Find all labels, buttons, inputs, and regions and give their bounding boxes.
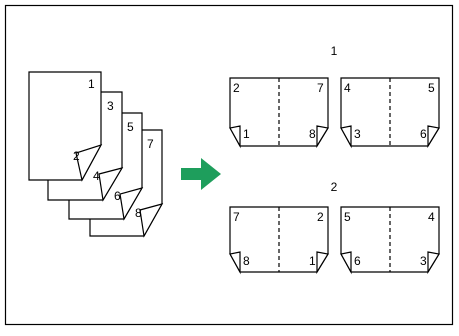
group-1-left-booklet: 2 7 1 8: [229, 77, 329, 149]
g2-left-top-right: 2: [317, 210, 324, 224]
g2-left-bottom-right: 1: [309, 254, 316, 268]
sheet-1: 1 2: [28, 71, 103, 182]
g1-left-bottom-right: 8: [309, 127, 316, 141]
group-2-left-booklet: 7 2 8 1: [229, 206, 329, 275]
g1-right-top-left: 4: [344, 81, 351, 95]
sheet-1-front-page: 1: [88, 77, 95, 91]
sheet-3-back-page: 6: [114, 189, 121, 203]
g1-left-top-right: 7: [317, 81, 324, 95]
sheet-2-back-page: 4: [93, 169, 100, 183]
g2-right-top-right: 4: [428, 210, 435, 224]
diagram-frame: [4, 4, 454, 326]
sheet-2-front-page: 3: [107, 99, 114, 113]
group-1-right-booklet: 4 5 3 6: [340, 77, 440, 149]
group-2-right-booklet: 5 4 6 3: [340, 206, 440, 275]
g1-right-bottom-right: 6: [420, 127, 427, 141]
g1-right-top-right: 5: [428, 81, 435, 95]
g2-right-top-left: 5: [344, 210, 351, 224]
right-arrow-icon: [181, 158, 221, 190]
g2-right-bottom-left: 6: [354, 254, 361, 268]
g1-left-bottom-left: 1: [243, 127, 250, 141]
sheet-4-back-page: 8: [135, 206, 142, 220]
g1-right-bottom-left: 3: [354, 127, 361, 141]
original-stack: 7 8 5 6 3 4 1 2: [28, 71, 164, 238]
g2-left-top-left: 7: [233, 210, 240, 224]
g1-left-top-left: 2: [233, 81, 240, 95]
g2-right-bottom-right: 3: [420, 254, 427, 268]
sheet-1-back-page: 2: [73, 149, 80, 163]
sheet-3-front-page: 5: [127, 120, 134, 134]
group-2-label: 2: [331, 180, 338, 194]
sheet-4-front-page: 7: [147, 137, 154, 151]
g2-left-bottom-left: 8: [243, 254, 250, 268]
group-1-label: 1: [331, 44, 338, 58]
